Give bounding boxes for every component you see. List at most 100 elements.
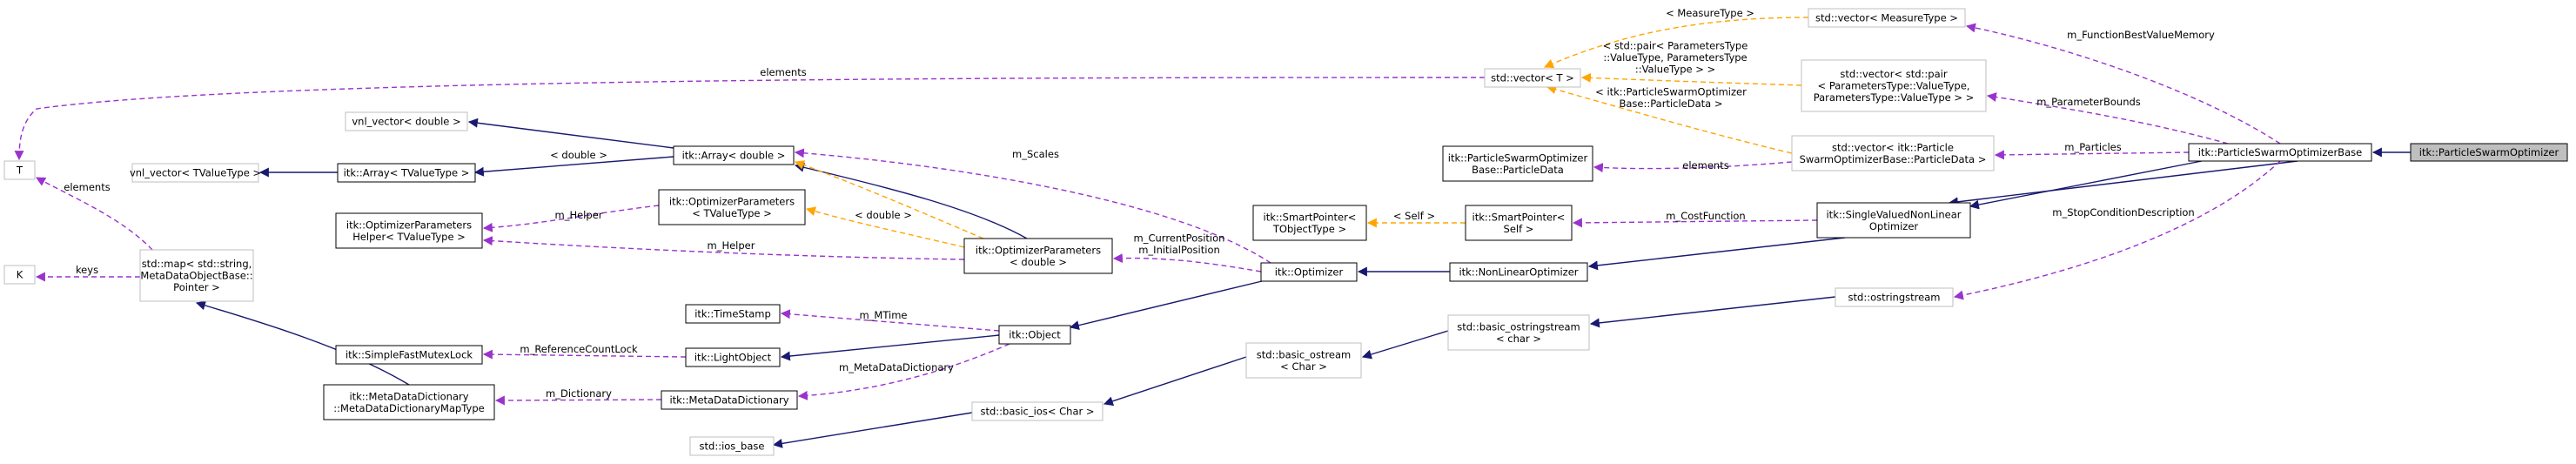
class-node-box: [1252, 205, 1367, 241]
class-node-label: itk::Optimizer: [1275, 266, 1344, 279]
usage-edge-helper-double: [482, 236, 965, 260]
class-node-particle-swarm-optimizer-base[interactable]: itk::ParticleSwarmOptimizerBase: [2188, 143, 2372, 162]
class-node-box: [658, 189, 806, 225]
class-node-label: std::basic_ostream< Char >: [1257, 348, 1352, 373]
class-node-box: [139, 249, 254, 302]
class-node-time-stamp[interactable]: itk::TimeStamp: [685, 304, 781, 324]
class-node-basic-ios[interactable]: std::basic_ios< Char >: [971, 401, 1104, 421]
class-node-label-line: itk::OptimizerParameters: [346, 219, 472, 231]
class-node-meta-data-dictionary[interactable]: itk::MetaDataDictionary: [661, 390, 798, 410]
class-node-box: [3, 160, 36, 180]
class-node-label: itk::OptimizerParameters< double >: [976, 244, 1101, 268]
class-node-box: [673, 145, 795, 165]
usage-edge-current-initial-position: [1112, 253, 1262, 272]
class-node-box: [1801, 59, 1987, 112]
edge-label-line: elements: [1682, 159, 1728, 171]
class-node-box: [963, 238, 1113, 274]
class-node-k[interactable]: K: [3, 265, 36, 285]
template-edge-double-template-array: [794, 160, 984, 239]
edge-labels-layer: elementselementskeysm_FunctionBestValueM…: [64, 7, 2215, 400]
class-node-label-line: < char >: [1496, 333, 1541, 345]
edge-label-line: Base::ParticleData >: [1620, 98, 1723, 110]
class-node-label-line: std::vector< MeasureType >: [1815, 12, 1958, 24]
edge-label-line: < std::pair< ParametersType: [1603, 40, 1748, 52]
class-node-label-line: std::map< std::string,: [142, 258, 252, 270]
class-node-box: [335, 212, 483, 249]
class-node-box: [1465, 205, 1573, 241]
class-node-box: [2410, 143, 2568, 162]
class-node-label-line: std::basic_ostream: [1257, 348, 1352, 360]
class-node-vnl-vector-double[interactable]: vnl_vector< double >: [345, 111, 468, 131]
usage-edge-reference-count-lock: [482, 349, 687, 360]
class-node-box: [3, 265, 36, 285]
class-node-box: [1791, 135, 1995, 171]
class-node-smart-pointer-self[interactable]: itk::SmartPointer<Self >: [1465, 205, 1573, 241]
usage-edge-parameter-bounds: [1986, 92, 2229, 145]
class-node-label-line: T: [16, 165, 23, 177]
class-node-label: std::vector< MeasureType >: [1815, 12, 1958, 24]
class-node-particle-swarm-optimizer[interactable]: itk::ParticleSwarmOptimizer: [2410, 143, 2568, 162]
class-node-label-line: Self >: [1504, 223, 1534, 235]
class-node-label-line: itk::Object: [1009, 329, 1061, 341]
class-node-meta-data-dictionary-map-type[interactable]: itk::MetaDataDictionary::MetaDataDiction…: [323, 384, 495, 420]
edge-label-measure-type: < MeasureType >: [1666, 7, 1754, 19]
class-node-label-line: itk::NonLinearOptimizer: [1459, 266, 1578, 279]
class-node-label: itk::Array< double >: [682, 150, 786, 162]
class-node-t[interactable]: T: [3, 160, 36, 180]
class-node-label-line: TObjectType >: [1272, 223, 1346, 235]
class-node-ios-base[interactable]: std::ios_base: [689, 436, 775, 456]
class-node-label-line: std::basic_ostringstream: [1457, 320, 1580, 333]
class-node-vector-t[interactable]: std::vector< T >: [1484, 68, 1581, 88]
edge-label-line: m_ReferenceCountLock: [520, 343, 638, 355]
class-node-vnl-vector-tvalue[interactable]: vnl_vector< TValueType >: [130, 163, 261, 183]
class-node-label-line: std::vector< std::pair: [1840, 68, 1947, 80]
class-node-std-map[interactable]: std::map< std::string,MetaDataObjectBase…: [139, 249, 254, 302]
class-node-basic-ostream-char[interactable]: std::basic_ostream< Char >: [1245, 342, 1362, 379]
class-node-box: [971, 401, 1104, 421]
class-node-array-double[interactable]: itk::Array< double >: [673, 145, 795, 165]
class-node-box: [1449, 262, 1588, 282]
class-node-array-tvalue[interactable]: itk::Array< TValueType >: [337, 163, 476, 183]
class-node-label-line: < TValueType >: [692, 207, 772, 219]
edge-label-keys: keys: [76, 264, 98, 276]
class-node-label-line: K: [17, 269, 23, 281]
class-node-optimizer-parameters-double[interactable]: itk::OptimizerParameters< double >: [963, 238, 1113, 274]
class-node-nonlinear-optimizer[interactable]: itk::NonLinearOptimizer: [1449, 262, 1588, 282]
class-node-simple-fast-mutex-lock[interactable]: itk::SimpleFastMutexLock: [335, 345, 483, 365]
class-node-vector-measure-type[interactable]: std::vector< MeasureType >: [1808, 8, 1966, 28]
edge-label-particles: m_Particles: [2064, 141, 2121, 153]
inheritance-edge-9: [467, 118, 674, 149]
class-node-optimizer[interactable]: itk::Optimizer: [1260, 262, 1358, 282]
class-node-box: [1442, 145, 1593, 182]
edge-label-line: m_ParameterBounds: [2036, 96, 2141, 108]
class-node-smart-pointer-tobject[interactable]: itk::SmartPointer<TObjectType >: [1252, 205, 1367, 241]
edge-label-line: m_Helper: [708, 239, 755, 252]
usage-edge-cost-function: [1572, 218, 1818, 228]
class-node-label: std::vector< std::pair< ParametersType::…: [1814, 68, 1975, 104]
class-node-light-object[interactable]: itk::LightObject: [685, 347, 781, 367]
edge-label-line: < Self >: [1393, 210, 1435, 222]
class-node-ostringstream[interactable]: std::ostringstream: [1835, 287, 1954, 307]
class-node-vector-pair[interactable]: std::vector< std::pair< ParametersType::…: [1801, 59, 1987, 112]
class-node-optimizer-parameters-tvalue[interactable]: itk::OptimizerParameters< TValueType >: [658, 189, 806, 225]
class-node-box: [685, 347, 781, 367]
edge-label-line: m_MTime: [859, 309, 907, 321]
template-edge-measure-type: [1543, 17, 1809, 69]
class-node-label: itk::MetaDataDictionary: [669, 394, 788, 407]
class-node-label: itk::Object: [1009, 329, 1061, 341]
usage-edge-particles: [1994, 150, 2190, 160]
class-node-object[interactable]: itk::Object: [998, 325, 1071, 345]
class-node-label-line: < ParametersType::ValueType,: [1818, 80, 1970, 92]
edge-label-line: m_StopConditionDescription: [2052, 206, 2194, 219]
class-node-basic-ostringstream[interactable]: std::basic_ostringstream< char >: [1447, 314, 1590, 351]
class-node-label-line: std::vector< itk::Particle: [1832, 141, 1954, 153]
edge-label-line: m_Particles: [2064, 141, 2121, 153]
edges-layer: [14, 17, 2411, 448]
